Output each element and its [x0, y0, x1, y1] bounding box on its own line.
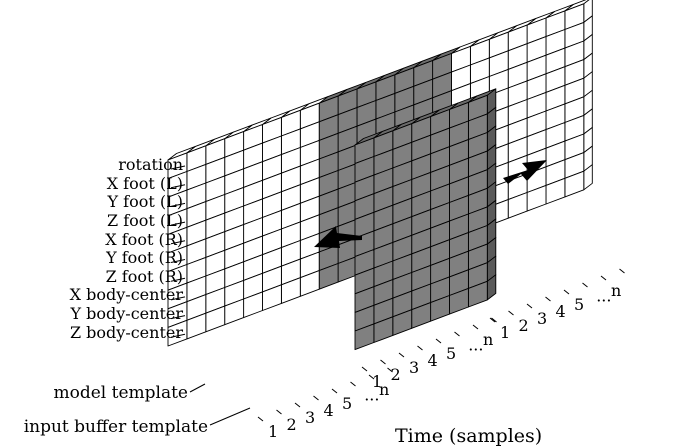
axis-tick-mark — [257, 416, 264, 422]
axis-tick-mark — [361, 366, 368, 372]
time-tick-label: 2 — [391, 365, 401, 384]
time-tick-label: 5 — [342, 394, 352, 413]
time-tick-label: 1 — [500, 323, 510, 342]
time-tick-label: 4 — [556, 302, 566, 321]
time-tick-label: n — [379, 380, 389, 399]
row-label: Z body-center — [70, 323, 183, 342]
time-tick-label: 3 — [305, 408, 315, 427]
axis-tick-mark — [313, 395, 319, 401]
axis-tick-mark — [435, 338, 442, 344]
leader-line — [170, 333, 186, 338]
axis-tick-mark — [417, 345, 423, 351]
row-label: Y foot (L) — [107, 192, 183, 211]
time-tick-label: 5 — [446, 344, 456, 363]
cube — [167, 319, 188, 347]
time-tick-label: 1 — [372, 372, 382, 391]
axis-tick-mark — [472, 324, 479, 330]
left-arrow-icon — [314, 226, 362, 248]
leader-line — [170, 240, 186, 245]
axis-tick-mark — [600, 275, 607, 281]
leader-line — [170, 259, 186, 263]
axis-tick-mark — [489, 317, 496, 323]
row-label: X foot (L) — [107, 174, 183, 193]
row-label: Y foot (R) — [105, 248, 183, 267]
leader-line — [189, 383, 206, 393]
time-tick-label: 4 — [428, 351, 438, 370]
row-label: Z foot (R) — [106, 267, 183, 286]
leader-line — [170, 277, 186, 282]
time-tick-label: 3 — [409, 358, 419, 377]
leader-line — [170, 202, 186, 207]
time-tick-label: 2 — [519, 316, 529, 335]
axis-tick-mark — [276, 409, 282, 415]
row-label: Y body-center — [70, 304, 184, 323]
time-axis-label: Time (samples) — [395, 425, 542, 447]
axis-tick-mark — [454, 331, 460, 337]
time-tick-label: ... — [468, 336, 483, 355]
right-arrow-icon — [503, 160, 547, 184]
axis-tick-mark — [294, 402, 301, 408]
row-label: Z foot (L) — [107, 211, 183, 230]
model-template-label: model template — [54, 383, 189, 403]
axis-tick-mark — [387, 367, 393, 373]
axis-tick-mark — [526, 303, 533, 309]
leader-line — [170, 296, 186, 301]
input-buffer-grid — [354, 88, 497, 351]
time-tick-label: n — [611, 281, 621, 300]
leader-line — [170, 184, 186, 189]
time-tick-label: 3 — [537, 309, 547, 328]
time-tick-label: ... — [364, 386, 379, 405]
axis-tick-mark — [563, 289, 570, 295]
axis-tick-mark — [582, 282, 588, 288]
leader-line — [170, 315, 186, 320]
time-tick-label: n — [483, 330, 493, 349]
time-tick-label: 4 — [324, 401, 334, 420]
input-cube — [354, 323, 375, 351]
axis-tick-mark — [398, 352, 405, 358]
axis-tick-mark — [380, 359, 386, 365]
axis-tick-mark — [331, 388, 338, 394]
row-label: X foot (R) — [105, 230, 183, 249]
axis-tick-mark — [508, 310, 514, 316]
time-tick-label: 2 — [287, 415, 297, 434]
axis-tick-mark — [545, 296, 551, 302]
leader-line — [209, 407, 251, 426]
time-tick-label: 5 — [574, 295, 584, 314]
input-buffer-template-label: input buffer template — [24, 417, 208, 437]
leader-line — [170, 165, 186, 170]
axis-tick-mark — [350, 381, 356, 387]
leader-line — [170, 221, 186, 226]
row-label: X body-center — [70, 285, 184, 304]
time-tick-label: ... — [596, 287, 611, 306]
row-label: rotation — [118, 155, 183, 174]
axis-tick-mark — [619, 268, 625, 274]
axis-tick-mark — [368, 374, 375, 380]
time-tick-label: 1 — [268, 422, 278, 441]
axis-tick-mark — [491, 317, 497, 323]
